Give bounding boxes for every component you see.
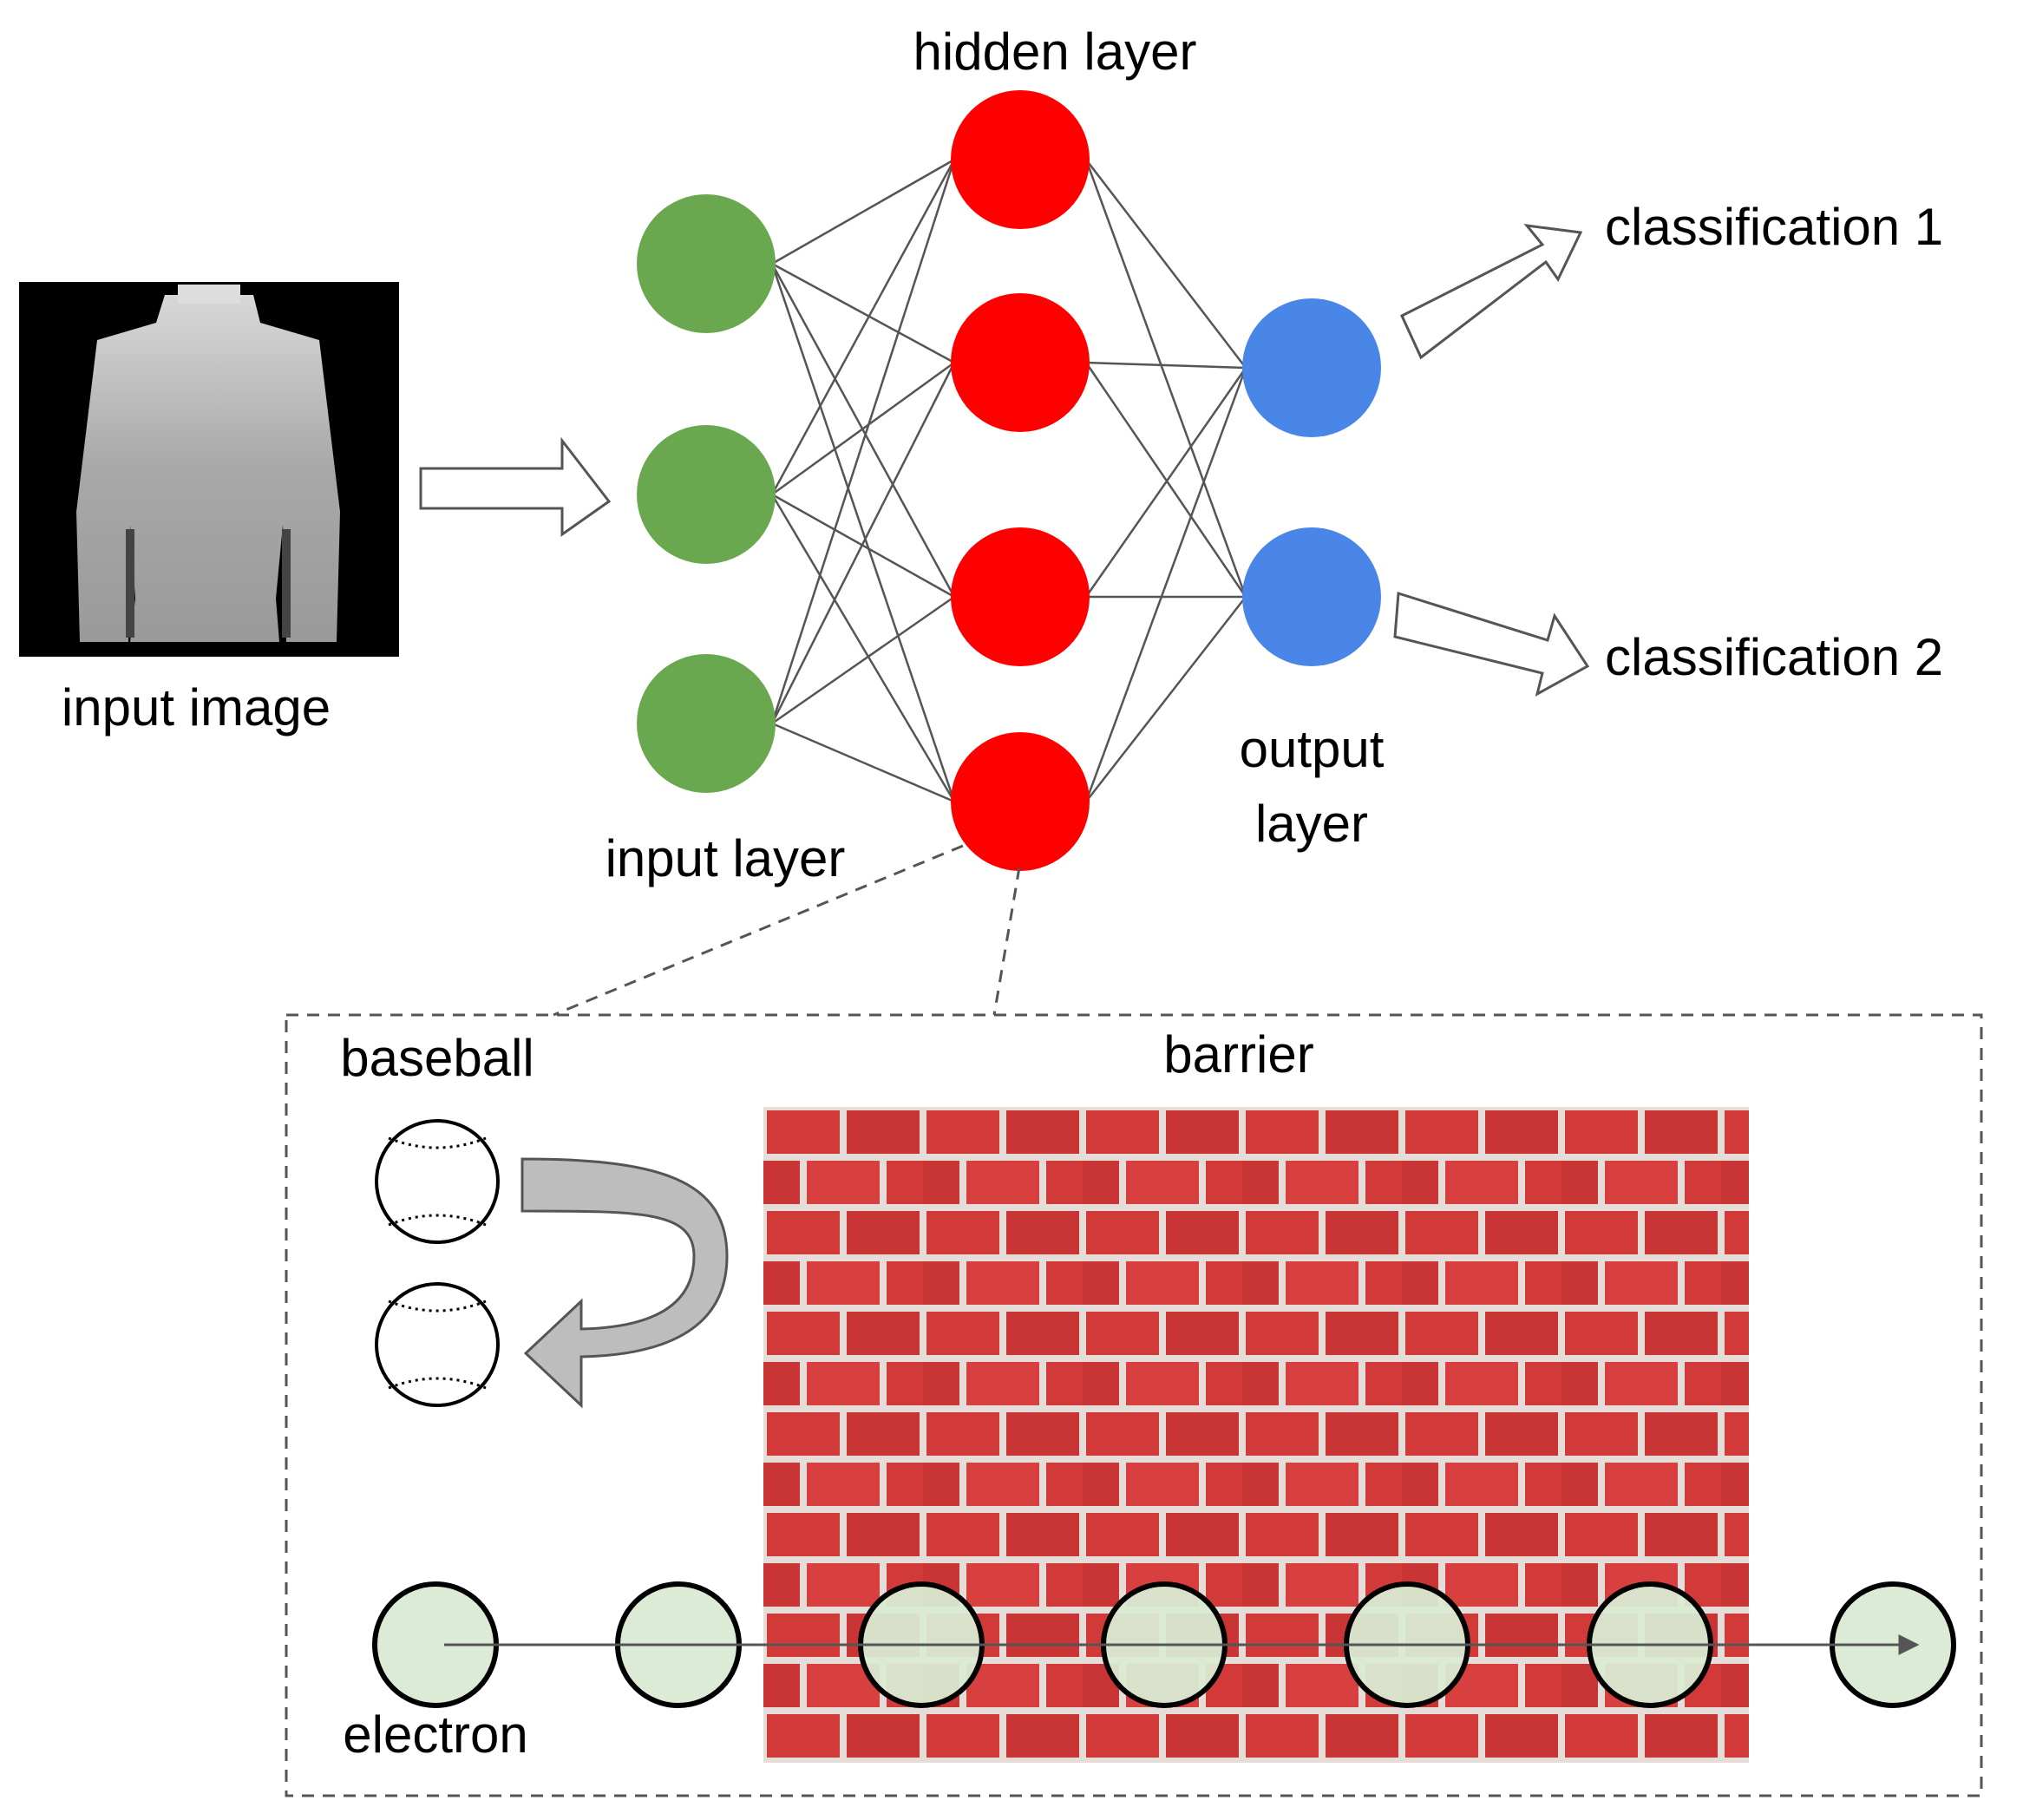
baseball-top (375, 1119, 500, 1244)
output-layer-label-line2: layer (1255, 795, 1368, 853)
classification-1-arrow (1400, 224, 1583, 360)
connection-line (770, 263, 956, 802)
connection-line (771, 722, 955, 803)
connection-line (771, 262, 955, 364)
input-layer-label: input layer (606, 829, 846, 887)
electron-label: electron (343, 1705, 527, 1764)
classification-2-arrow (1393, 592, 1590, 697)
baseball-bottom (375, 1282, 500, 1407)
input-image (19, 282, 399, 657)
input-node-2 (637, 425, 776, 564)
connection-line (1085, 159, 1247, 369)
hidden-node-4 (951, 732, 1090, 871)
connection-line (770, 159, 956, 724)
connection-line (770, 159, 956, 495)
connection-line (771, 361, 955, 496)
callout-line-left (553, 844, 964, 1017)
input-node-1 (637, 194, 776, 333)
network-connections (770, 158, 1247, 803)
connection-line (1085, 596, 1247, 802)
connection-line (1084, 159, 1247, 598)
connection-line (771, 595, 955, 725)
output-layer-label-line1: output (1240, 720, 1385, 778)
connection-line (1084, 367, 1247, 802)
explanation-box (285, 1013, 1983, 1797)
hidden-node-1 (951, 90, 1090, 229)
connection-line (770, 362, 956, 724)
hidden-node-2 (951, 293, 1090, 432)
connection-line (1084, 362, 1247, 598)
bounce-arrow (520, 1157, 729, 1409)
output-node-1 (1242, 298, 1381, 437)
input-node-3 (637, 654, 776, 793)
connection-line (1085, 361, 1247, 370)
image-to-network-arrow (419, 436, 612, 537)
connection-line (771, 493, 955, 599)
output-node-2 (1242, 527, 1381, 666)
classification-1-label: classification 1 (1605, 198, 1943, 256)
classification-2-label: classification 2 (1605, 628, 1943, 686)
callout-line-right (992, 867, 1021, 1016)
hidden-node-3 (951, 527, 1090, 666)
connection-line (1084, 367, 1247, 598)
barrier-label: barrier (1163, 1025, 1313, 1083)
hidden-layer-label: hidden layer (913, 23, 1197, 81)
connection-line (770, 494, 956, 802)
baseball-label: baseball (340, 1029, 534, 1087)
input-image-label: input image (62, 678, 331, 737)
network-nodes (637, 90, 1381, 871)
connection-line (770, 263, 956, 598)
connection-line (771, 158, 955, 265)
